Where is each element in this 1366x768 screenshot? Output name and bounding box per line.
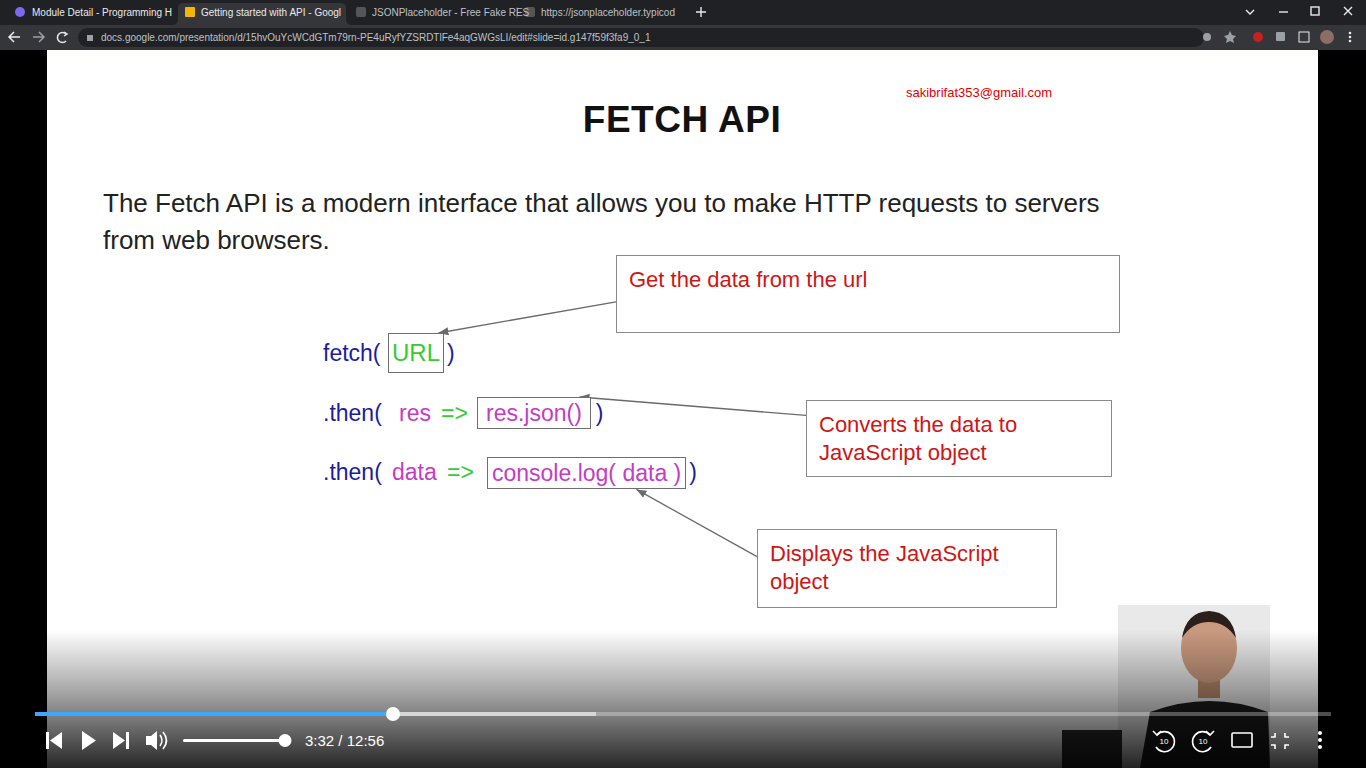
callout-text: Converts the data to JavaScript object [819,411,1099,466]
player-controls-right [160,731,1289,752]
code-box: console.log( data ) [487,457,686,489]
code-token: => [447,459,474,487]
callout-arrow [636,489,757,556]
skip-seconds: 10 [1160,737,1169,747]
code-token: data [392,459,437,487]
address-url: docs.google.com/presentation/d/15hvOuYcW… [101,32,650,44]
slide-title: FETCH API [382,98,982,142]
code-token: .then( [323,459,382,487]
callout-box: Get the data from the url [616,255,1120,333]
callout-arrow [579,397,806,415]
code-token: .then( [323,400,382,428]
toolbar [0,25,1366,50]
tab-title: Module Detail - Programming H [32,7,172,19]
code-box: URL [388,333,444,373]
window-controls [696,7,1352,17]
tab-strip [0,0,1366,25]
tab-icon [185,7,195,17]
code-text: URL [392,339,440,367]
email-watermark: sakibrifat353@gmail.com [906,85,1052,101]
code-box: res.json() [477,397,591,429]
code-token: ) [447,340,455,368]
tab-icon [356,7,366,17]
callout-text: Get the data from the url [629,266,1107,294]
progress-played [35,712,393,716]
code-token: => [441,400,468,428]
controls-shade [0,630,1366,768]
video-time: 3:32 / 12:56 [305,732,384,750]
callout-text: Displays the JavaScript object [770,540,1044,595]
skip-seconds: 10 [1199,737,1208,747]
nav-buttons [9,32,67,43]
menu-dots [1318,731,1322,749]
callout-box: Displays the JavaScript object [757,529,1057,608]
progress-knob [386,707,400,721]
active-tab [172,3,352,25]
code-token: fetch( [323,340,381,368]
code-token: ) [689,459,697,487]
callout-arrow [438,302,616,333]
code-token: res [399,400,431,428]
tab-icon [15,7,25,17]
slide-paragraph: The Fetch API is a modern interface that… [103,185,1148,259]
callout-box: Converts the data to JavaScript object [806,400,1112,477]
tab-title: https://jsonplaceholder.typicod [541,7,675,19]
address-bar [78,28,1204,47]
player-controls [46,731,292,750]
video-background [0,50,1366,768]
code-text: console.log( data ) [492,460,681,486]
progress-buffered [35,712,596,716]
tab-title: JSONPlaceholder - Free Fake RES [372,7,529,19]
code-token: ) [596,400,604,428]
lock-icon [87,35,93,41]
progress-track [35,712,1331,716]
code-text: res.json() [486,400,582,426]
toolbar-icons [1203,30,1351,44]
tab-title: Getting started with API - Googl [201,7,341,19]
